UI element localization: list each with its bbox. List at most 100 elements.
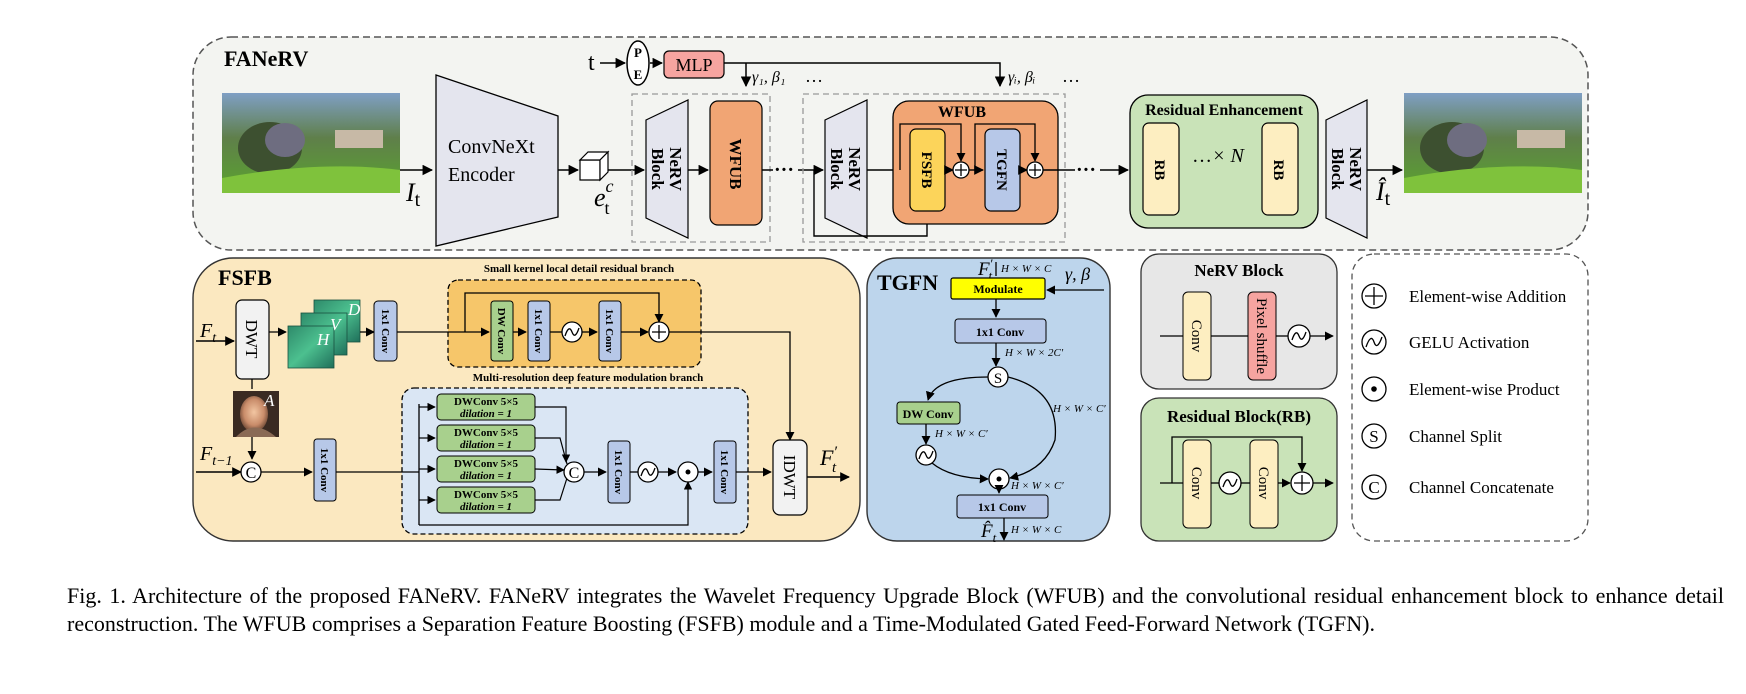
dwconv-1-title: DWConv 5×5 — [454, 396, 519, 408]
input-frame-label: It — [405, 178, 421, 211]
nerv-block-2 — [824, 99, 868, 239]
rb-block-1 — [1142, 122, 1180, 216]
fanerv-title: FANeRV — [224, 46, 308, 71]
wavelet-low-band-image — [233, 391, 279, 437]
band-a-label: A — [263, 391, 275, 410]
legend-split-symbol: S — [1369, 427, 1378, 446]
fsfb-conv1x1-b — [527, 300, 551, 362]
tgfn-dim-in: H × W × C — [1000, 263, 1052, 275]
fsfb-conv1x1-a-label: 1x1 Conv — [379, 309, 391, 354]
convnext-encoder — [435, 74, 559, 247]
legend-item-addition: Element-wise Addition — [1361, 283, 1567, 309]
rb-block-2-label: RB — [1270, 160, 1286, 181]
mlp-label: MLP — [675, 55, 712, 75]
legend-concat-symbol: C — [1368, 478, 1379, 497]
legend-item-split: S Channel Split — [1361, 423, 1502, 449]
rb-conv-box-1 — [1182, 439, 1212, 529]
legend-concat-icon — [1361, 474, 1387, 500]
nerv-block-3 — [1325, 99, 1368, 239]
mlp-box — [663, 50, 725, 79]
dots-2: ··· — [1076, 159, 1096, 181]
pixel-shuffle-label: Pixel shuffle — [1253, 298, 1269, 374]
dots-1: ··· — [774, 159, 794, 181]
tgfn-gamma-beta: γ, β — [1065, 264, 1090, 284]
dwconv-2-title: DWConv 5×5 — [454, 427, 519, 439]
fsfb-conv1x1-a — [373, 300, 398, 362]
fsfb-input-ft: Ft — [199, 320, 217, 346]
fsfb-title: FSFB — [218, 265, 272, 290]
nerv-conv-label: Conv — [1188, 320, 1204, 353]
dwconv-3-dilation: dilation = 1 — [460, 470, 512, 482]
output-frame-image — [1404, 93, 1582, 193]
gammai-betai-label: γᵢ, βᵢ — [1008, 69, 1035, 86]
wfub-expanded-title: WFUB — [938, 104, 986, 121]
dwconv-stack — [436, 393, 536, 514]
rb-conv-label-2: Conv — [1255, 467, 1271, 500]
dwconv-3-title: DWConv 5×5 — [454, 458, 519, 470]
tgfn-dwconv — [896, 401, 961, 425]
nerv-block-3-label: NeRVBlock — [1328, 147, 1365, 192]
embedding-cube-icon — [578, 150, 610, 182]
fsfb-block-label: FSFB — [918, 152, 934, 189]
fsfb-conv1x1-e-label: 1x1 Conv — [612, 450, 624, 495]
rb-block-2 — [1261, 122, 1299, 216]
legend-item-concat: C Channel Concatenate — [1361, 474, 1554, 500]
concat-node-1-symbol: C — [246, 465, 257, 482]
band-v-label: V — [330, 315, 343, 334]
tgfn-dim-c3: H × W × C′ — [1010, 480, 1064, 492]
small-kernel-branch-title: Small kernel local detail residual branc… — [484, 263, 674, 275]
tgfn-input-label: F′t — [977, 256, 993, 283]
pe-bottom-letter: E — [634, 67, 643, 82]
idwt-label: IDWT — [780, 455, 799, 500]
nerv-block-1-label: NeRVBlock — [648, 147, 685, 192]
legend-split-icon — [1361, 423, 1387, 449]
figure-caption: Fig. 1. Architecture of the proposed FAN… — [67, 582, 1724, 638]
tgfn-dim-out: H × W × C — [1010, 524, 1062, 536]
gamma-ellipsis-1: … — [805, 66, 823, 86]
tgfn-dim-c1: H × W × C′ — [1052, 403, 1106, 415]
nerv-wfub-group-2 — [802, 93, 1066, 243]
tgfn-block-label: TGFN — [993, 149, 1009, 191]
nerv-block-title: NeRV Block — [1194, 261, 1284, 280]
wfub-block-1-label: WFUB — [726, 139, 745, 190]
tgfn-title: TGFN — [877, 270, 938, 295]
legend-concat-label: Channel Concatenate — [1409, 478, 1554, 497]
caption-line-2: block to enhance detail reconstruction. … — [67, 583, 1724, 636]
legend-gelu-label: GELU Activation — [1409, 333, 1530, 352]
tgfn-conv1x1-b-label: 1x1 Conv — [978, 500, 1026, 514]
tgfn-conv1x1-a-label: 1x1 Conv — [976, 325, 1024, 339]
gamma-ellipsis-2: … — [1062, 66, 1080, 86]
fsfb-conv1x1-b-label: 1x1 Conv — [532, 309, 544, 354]
nerv-block-1 — [645, 99, 689, 239]
gamma1-beta1-label: γ₁, β₁ — [752, 69, 785, 86]
modulate-block — [950, 277, 1046, 300]
legend-addition-label: Element-wise Addition — [1409, 287, 1567, 306]
legend-split-label: Channel Split — [1409, 427, 1502, 446]
dwconv-2-dilation: dilation = 1 — [460, 439, 512, 451]
legend-product-label: Element-wise Product — [1409, 380, 1560, 399]
modulate-label: Modulate — [973, 282, 1023, 296]
rb-repeat-label: …× N — [1192, 145, 1245, 167]
band-d-label: D — [347, 300, 361, 319]
tgfn-output-label: F̂t — [980, 521, 997, 545]
time-input-label: t — [588, 50, 595, 76]
tgfn-dim-c2: H × W × C′ — [934, 428, 988, 440]
band-h-label: H — [316, 330, 331, 349]
rb-conv-box-2 — [1249, 439, 1279, 529]
wfub-block-1 — [709, 100, 763, 226]
dwconv-4-dilation: dilation = 1 — [460, 501, 512, 513]
concat-node-2-symbol: C — [569, 465, 580, 482]
split-node-symbol: S — [994, 371, 1002, 387]
nerv-block-2-label: NeRVBlock — [827, 147, 864, 192]
pe-top-letter: P — [634, 45, 642, 60]
output-frame-label: Ît — [1375, 177, 1391, 210]
residual-enhancement-title: Residual Enhancement — [1145, 102, 1303, 119]
caption-line-1: Fig. 1. Architecture of the proposed FAN… — [67, 583, 1508, 608]
residual-block-title: Residual Block(RB) — [1167, 407, 1311, 426]
caption-line-3: Network (TGFN). — [1214, 611, 1375, 636]
fsfb-conv1x1-d — [313, 438, 337, 502]
nerv-wfub-group-1 — [631, 93, 771, 243]
fsfb-conv1x1-f-label: 1x1 Conv — [718, 450, 730, 495]
fsfb-conv1x1-d-label: 1x1 Conv — [318, 448, 330, 493]
